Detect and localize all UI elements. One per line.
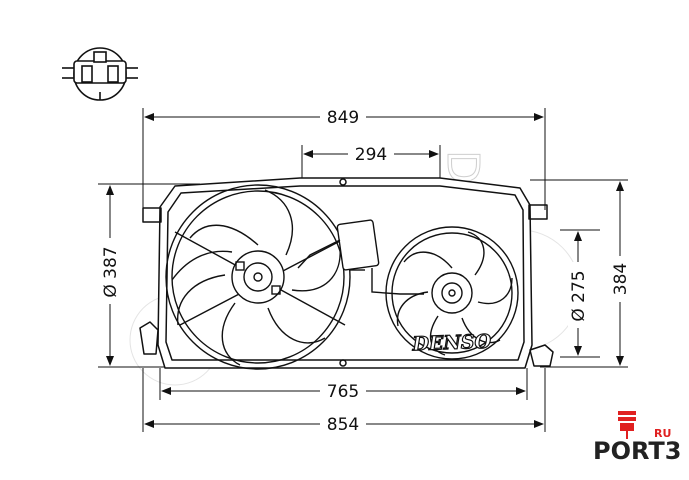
fan-shroud [139,177,554,369]
electrical-connector-icon [62,47,138,101]
extension-lines [98,108,628,432]
dimension-labels: 849 294 Ø 387 Ø 275 384 765 854 [100,107,631,435]
piston-icon [618,411,636,439]
right-fan-ring [385,226,519,360]
site-logo: PORT3 RU [593,411,681,465]
right-fan-blades [396,231,513,356]
dim-motor-spacing: 294 [355,145,387,165]
site-logo-suffix: RU [654,427,671,440]
dim-top-width: 849 [327,108,359,128]
left-fan-blades [171,189,341,366]
dim-bottom-width: 854 [327,415,359,435]
dim-bottom-inner-width: 765 [327,382,359,402]
left-fan-ring [165,184,351,370]
fan-brand-label: DENSO [411,331,492,356]
site-logo-text: PORT3 [593,437,681,465]
dim-left-fan-diameter: Ø 387 [101,246,121,297]
dim-right-fan-diameter: Ø 275 [569,270,589,321]
right-fan [385,226,519,360]
left-fan [165,184,351,370]
dim-height: 384 [611,263,631,295]
